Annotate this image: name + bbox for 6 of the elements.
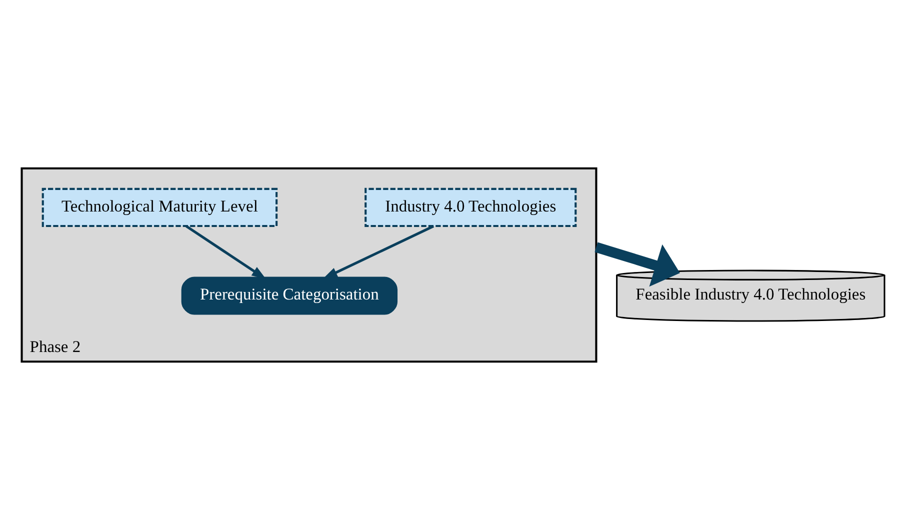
node-box: Prerequisite Categorisation bbox=[180, 276, 398, 314]
arrow bbox=[185, 224, 266, 279]
arrow bbox=[594, 242, 680, 286]
arrow bbox=[322, 224, 434, 278]
node-box: Industry 4.0 Technologies bbox=[364, 187, 576, 227]
node-box: Technological Maturity Level bbox=[41, 187, 278, 227]
